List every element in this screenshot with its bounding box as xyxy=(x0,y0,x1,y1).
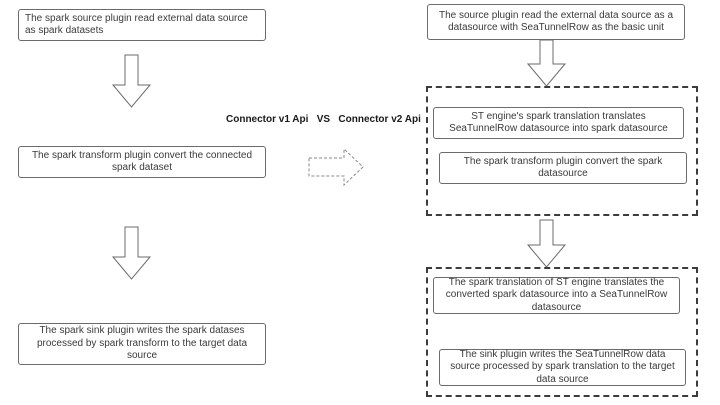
v2-sink-step-text: The sink plugin writes the SeaTunnelRow … xyxy=(450,348,675,385)
down-arrow-icon xyxy=(526,39,567,87)
v2-spark-translation-group xyxy=(426,86,698,216)
down-arrow-icon xyxy=(111,226,152,280)
comparison-label: Connector v1 Api VS Connector v2 Api xyxy=(226,114,421,125)
v1-transform-step: The spark transform plugin convert the c… xyxy=(18,146,266,178)
down-arrow-icon xyxy=(526,219,567,268)
v2-sink-translation-group xyxy=(426,267,698,397)
down-arrow-icon xyxy=(111,54,152,108)
v2-transform-step: The spark transform plugin convert the s… xyxy=(439,152,687,184)
v2-source-step: The source plugin read the external data… xyxy=(427,4,685,40)
v2-transform-step-text: The spark transform plugin convert the s… xyxy=(463,155,663,180)
v2-sink-step: The sink plugin writes the SeaTunnelRow … xyxy=(439,349,686,386)
v1-source-step: The spark source plugin read external da… xyxy=(18,9,266,41)
right-arrow-dashed-icon xyxy=(308,147,364,187)
v1-source-step-text: The spark source plugin read external da… xyxy=(25,12,248,37)
v2-translation-to-seatunnel-step-text: The spark translation of ST engine trans… xyxy=(445,276,668,313)
v2-translation-to-spark-step: ST engine's spark translation translates… xyxy=(433,107,684,139)
v2-translation-to-seatunnel-step: The spark translation of ST engine trans… xyxy=(433,277,680,314)
v1-sink-step-text: The spark sink plugin writes the spark d… xyxy=(36,325,248,362)
v2-source-step-text: The source plugin read the external data… xyxy=(438,9,674,34)
v1-transform-step-text: The spark transform plugin convert the c… xyxy=(31,149,253,174)
v1-sink-step: The spark sink plugin writes the spark d… xyxy=(18,323,266,365)
v2-translation-to-spark-step-text: ST engine's spark translation translates… xyxy=(449,110,668,135)
